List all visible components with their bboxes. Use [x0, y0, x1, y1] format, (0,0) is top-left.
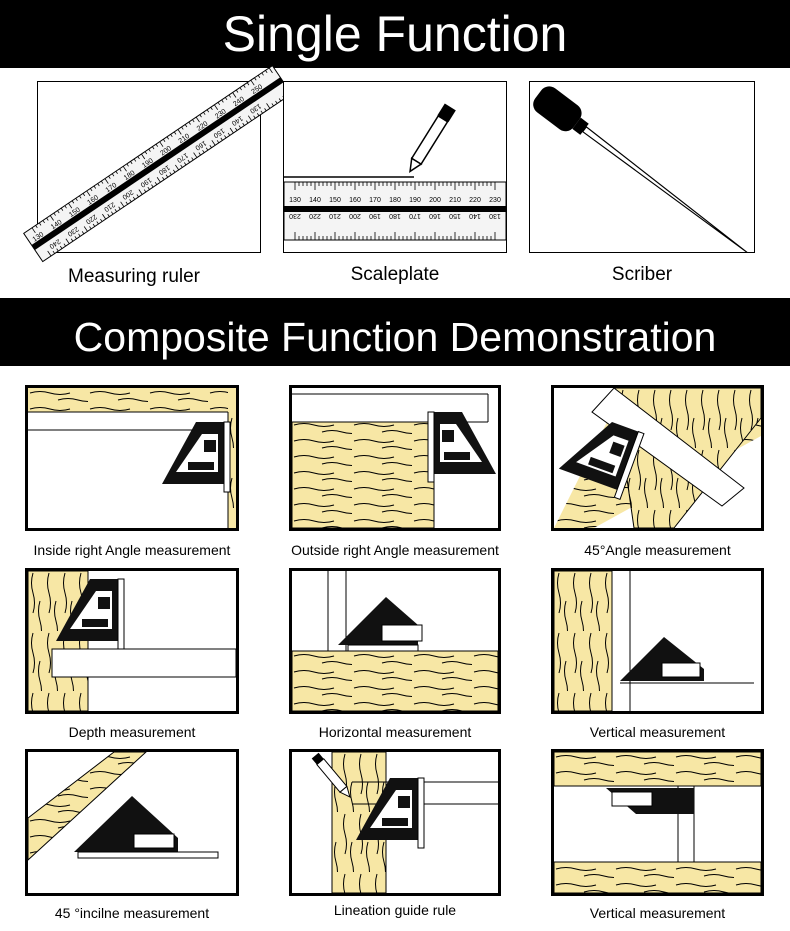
scale-bottom-number: 190: [369, 212, 381, 219]
composite-function-title: Composite Function Demonstration: [73, 314, 717, 360]
lineation-label: Lineation guide rule: [333, 902, 457, 918]
scale-top-number: 200: [429, 197, 441, 204]
depth-illustration: [27, 570, 237, 712]
composite-function-banner: Composite Function Demonstration: [0, 298, 790, 366]
lineation-panel: [289, 749, 501, 896]
scale-top-number: 150: [329, 197, 341, 204]
scale-top-number: 190: [409, 197, 421, 204]
scale-top-number: 210: [449, 197, 461, 204]
scale-top-number: 220: [469, 197, 481, 204]
scale-top-number: 130: [289, 197, 301, 204]
scriber-panel: [529, 81, 755, 253]
scaleplate-panel: 130 140 150 160 170 180 190 200 210 220 230 230 220 2…: [283, 81, 507, 253]
measuring-ruler-illustration: 1301401501601701801902002102202302402502…: [23, 64, 293, 263]
scale-bottom-number: 220: [309, 212, 321, 219]
scale-bottom-number: 140: [469, 212, 481, 219]
scale-top-number: 160: [349, 197, 361, 204]
horizontal-illustration: [291, 571, 499, 712]
scale-top-number: 170: [369, 197, 381, 204]
scale-bottom-number: 210: [329, 212, 341, 219]
scriber-illustration: [533, 86, 748, 253]
depth-label: Depth measurement: [68, 724, 196, 740]
scriber-label: Scriber: [611, 264, 673, 285]
scale-bottom-number: 230: [289, 212, 301, 219]
single-function-banner: Single Function: [0, 0, 790, 68]
vertical-label-2: Vertical measurement: [589, 905, 726, 921]
scale-bottom-number: 180: [389, 212, 401, 219]
horizontal-label: Horizontal measurement: [318, 724, 472, 740]
outside-right-angle-label: Outside right Angle measurement: [291, 542, 499, 558]
scale-bottom-number: 150: [449, 212, 461, 219]
scale-top-number: 230: [489, 197, 501, 204]
scale-bottom-number: 160: [429, 212, 441, 219]
scale-bottom-number: 170: [409, 212, 421, 219]
vertical-panel-2: [551, 749, 764, 896]
incline-45-label: 45 °incilne measurement: [54, 905, 210, 921]
depth-panel: [25, 568, 239, 714]
vertical-label-1: Vertical measurement: [589, 724, 726, 740]
single-function-title: Single Function: [222, 6, 568, 62]
vertical-illustration-2: [553, 751, 762, 894]
scale-top-number: 140: [309, 197, 321, 204]
scale-bottom-number: 130: [489, 212, 501, 219]
scaleplate-illustration: 130 140 150 160 170 180 190 200 210 220 230 230 220 2…: [283, 103, 507, 241]
inside-right-angle-panel: [25, 385, 239, 531]
measuring-ruler-label: Measuring ruler: [68, 266, 200, 287]
scale-bottom-number: 200: [349, 212, 361, 219]
horizontal-panel: [289, 568, 501, 714]
vertical-panel-1: [551, 568, 764, 714]
outside-right-angle-panel: [289, 385, 501, 531]
inside-right-angle-illustration: [28, 388, 236, 528]
incline-45-panel: [25, 749, 239, 896]
outside-right-angle-illustration: [291, 388, 498, 529]
scaleplate-label: Scaleplate: [350, 264, 440, 285]
angle-45-label: 45°Angle measurement: [584, 542, 731, 558]
incline-45-illustration: [27, 751, 219, 862]
lineation-illustration: [311, 751, 498, 894]
angle-45-illustration: [554, 387, 762, 529]
scale-top-number: 180: [389, 197, 401, 204]
inside-right-angle-label: Inside right Angle measurement: [33, 542, 231, 558]
angle-45-panel: [551, 385, 764, 531]
vertical-illustration-1: [553, 570, 754, 712]
